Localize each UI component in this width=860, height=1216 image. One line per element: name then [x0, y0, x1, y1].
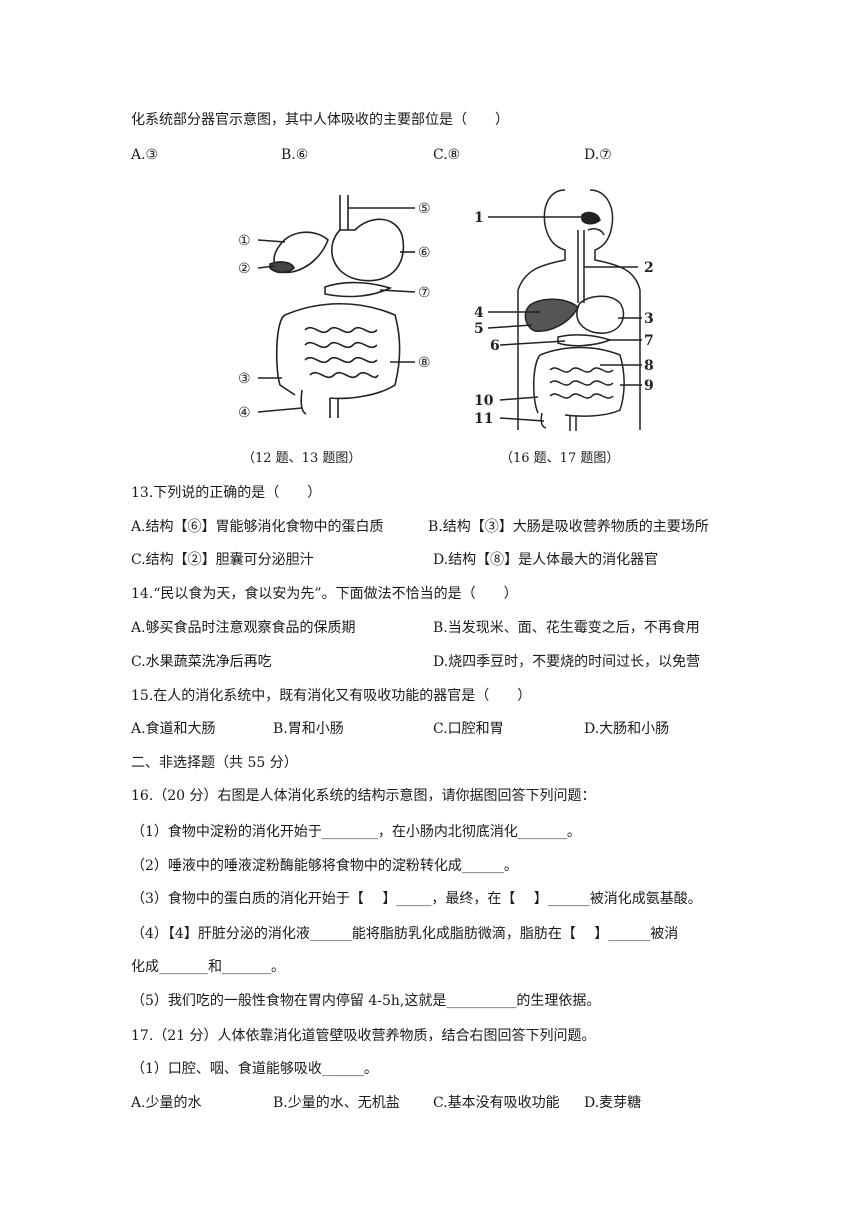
q12-option-a: A.③ [131, 147, 159, 163]
fig2-caption: （16 题、17 题图） [500, 451, 620, 466]
fig1-label-8: ⑧ [418, 355, 431, 371]
q15-option-c: C.口腔和胃 [433, 721, 504, 737]
fig2-label-11: 11 [474, 411, 493, 427]
q14-option-b: B.当发现米、面、花生霉变之后，不再食用 [433, 620, 700, 636]
q14-option-d: D.烧四季豆时，不要烧的时间过长，以免营 [433, 654, 701, 670]
q17-option-b: B.少量的水、无机盐 [273, 1095, 400, 1111]
q13-stem: 13.下列说的正确的是（ ） [131, 485, 322, 501]
fig1-label-4: ④ [238, 405, 251, 421]
q17-option-c: C.基本没有吸收功能 [433, 1095, 560, 1111]
q15-option-d: D.大肠和小肠 [584, 721, 670, 737]
q13-option-a: A.结构【⑥】胃能够消化食物中的蛋白质 [131, 519, 384, 535]
q17-part-1: （1）口腔、咽、食道能够吸收______。 [131, 1061, 378, 1077]
q16-part-5: （5）我们吃的一般性食物在胃内停留 4-5h,这就是__________的生理依… [131, 993, 601, 1009]
q16-stem: 16.（20 分）右图是人体消化系统的结构示意图，请你据图回答下列问题： [131, 788, 596, 804]
fig2-label-9: 9 [644, 378, 654, 394]
fig2-label-8: 8 [644, 358, 654, 374]
fig2-label-10: 10 [474, 393, 494, 409]
fig1-label-2: ② [238, 261, 251, 277]
fig1-caption: （12 题、13 题图） [242, 451, 362, 466]
q14-stem: 14.“民以食为天，食以安为先”。下面做法不恰当的是（ ） [131, 586, 518, 602]
fig2-label-6: 6 [490, 338, 500, 354]
fig1-label-1: ① [238, 233, 251, 249]
fig1-label-7: ⑦ [418, 285, 431, 301]
q14-option-a: A.够买食品时注意观察食品的保质期 [131, 620, 356, 636]
q17-option-d: D.麦芽糖 [584, 1095, 642, 1111]
fig1-label-5: ⑤ [418, 201, 431, 217]
q12-stem: 化系统部分器官示意图，其中人体吸收的主要部位是（ ） [131, 112, 509, 128]
q15-stem: 15.在人的消化系统中，既有消化又有吸收功能的器官是（ ） [131, 688, 532, 704]
q16-part-4-cont: 化成_______和_______。 [131, 959, 285, 975]
q12-option-d: D.⑦ [584, 147, 612, 163]
fig2-label-7: 7 [644, 333, 654, 349]
fig2-label-3: 3 [644, 311, 654, 327]
q13-option-d: D.结构【⑧】是人体最大的消化器官 [433, 552, 659, 568]
q15-option-b: B.胃和小肠 [273, 721, 344, 737]
q12-option-c: C.⑧ [433, 147, 461, 163]
q14-option-c: C.水果蔬菜洗净后再吃 [131, 654, 272, 670]
q15-option-a: A.食道和大肠 [131, 721, 216, 737]
q16-part-4: （4）【4】肝脏分泌的消化液______能将脂肪乳化成脂肪微滴，脂肪在【 】__… [131, 926, 679, 942]
section2-title: 二、非选择题（共 55 分） [131, 755, 298, 771]
q17-stem: 17.（21 分）人体依靠消化道管壁吸收营养物质，结合右图回答下列问题。 [131, 1028, 596, 1044]
q16-part-3: （3）食物中的蛋白质的消化开始于【 】_____，最终，在【 】______被消… [131, 891, 702, 907]
q16-part-2: （2）唾液中的唾液淀粉酶能够将食物中的淀粉转化成______。 [131, 858, 518, 874]
digestive-organs-figure: ① ② ③ ④ ⑤ ⑥ ⑦ ⑧ [238, 195, 431, 421]
q13-option-c: C.结构【②】胆囊可分泌胆汁 [131, 552, 314, 568]
fig2-label-1: 1 [474, 210, 484, 226]
fig2-label-4: 4 [474, 305, 484, 321]
digestive-system-figure: 1 2 3 4 5 6 7 8 9 10 11 [474, 189, 654, 431]
q12-option-b: B.⑥ [281, 147, 309, 163]
fig1-label-6: ⑥ [418, 245, 431, 261]
fig2-label-2: 2 [644, 260, 654, 276]
q13-option-b: B.结构【③】大肠是吸收营养物质的主要场所 [428, 519, 709, 535]
q16-part-1: （1）食物中淀粉的消化开始于________，在小肠内北彻底消化_______。 [131, 824, 581, 840]
fig1-label-3: ③ [238, 371, 251, 387]
fig2-label-5: 5 [474, 321, 484, 337]
q17-option-a: A.少量的水 [131, 1095, 202, 1111]
